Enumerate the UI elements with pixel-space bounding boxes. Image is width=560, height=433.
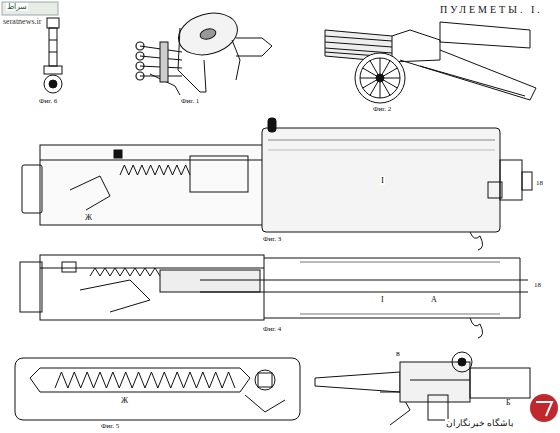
fig2-carriage xyxy=(325,22,536,103)
figure-caption: Фиг. 3 xyxy=(262,236,282,243)
callout-letter: в xyxy=(395,350,401,358)
watermark: باشگاه خبرنگاران xyxy=(445,419,515,428)
fig6-part xyxy=(44,18,62,93)
watermark: seratnews.ir xyxy=(2,18,42,26)
fig5-spring-box xyxy=(15,358,300,420)
callout-letter: Ж xyxy=(84,214,93,222)
fig7-breech xyxy=(315,352,530,425)
callout-letter: I xyxy=(380,296,385,304)
figure-caption: Фиг. 5 xyxy=(100,423,120,430)
figure-caption: Фиг. 2 xyxy=(372,106,392,113)
plate-title: ПУЛЕМЕТЫ. I. xyxy=(440,4,543,15)
callout-letter: 18 xyxy=(535,180,544,187)
callout-letter: Б xyxy=(505,399,512,407)
fig4-gun-section xyxy=(20,255,528,338)
figure-caption: Фиг. 6 xyxy=(38,98,58,105)
callout-letter: 18 xyxy=(533,282,542,289)
watermark-logo-icon xyxy=(530,394,558,422)
fig1-feed xyxy=(136,7,272,95)
figure-caption: Фиг. 4 xyxy=(262,326,282,333)
fig3-gun-side xyxy=(22,118,532,250)
watermark: سراط xyxy=(6,3,28,11)
callout-letter: A xyxy=(430,296,438,304)
watermark-logo xyxy=(2,2,58,15)
callout-letter: I xyxy=(380,176,385,185)
figure-caption: Фиг. 1 xyxy=(180,98,200,105)
callout-letter: Ж xyxy=(120,397,129,405)
